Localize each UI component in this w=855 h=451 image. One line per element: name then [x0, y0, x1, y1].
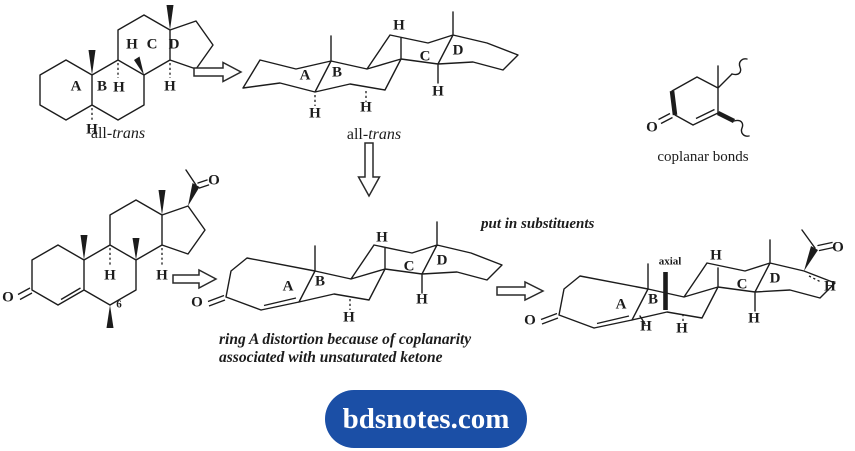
double-bond	[60, 287, 81, 301]
annotation-ring-distortion-line1: ring A distortion because of coplanarity	[219, 331, 472, 348]
atom-label-h: H	[86, 121, 98, 138]
squiggle-bond-icon	[733, 119, 750, 137]
double-bond	[260, 297, 300, 311]
ring-label-a: A	[70, 78, 82, 95]
ring-label-a: A	[282, 278, 294, 295]
carbonyl-double-bond	[540, 312, 559, 325]
atom-label-h: H	[393, 17, 405, 34]
ring-label-b: B	[647, 291, 659, 308]
atom-label-o: O	[208, 172, 220, 189]
bdsnotes-badge[interactable]: bdsnotes.com	[325, 390, 527, 448]
atom-label-h: H	[309, 105, 321, 122]
coplanar-bonds-structure	[658, 58, 750, 137]
annotation-put-in-substituents: put in substituents	[481, 216, 595, 232]
atom-label-h: H	[748, 310, 760, 327]
steroid-flat-all-trans-structure	[39, 5, 214, 122]
ring-label-a: A	[615, 296, 627, 313]
carbon-6-label: 6	[116, 298, 122, 311]
hydrogen-wedge	[134, 56, 144, 75]
double-bond	[593, 315, 633, 329]
carbonyl-double-bond	[658, 112, 673, 125]
ring-label-d: D	[769, 270, 781, 287]
caption-all-italic: trans	[368, 126, 402, 143]
ring-label-a: A	[299, 67, 311, 84]
ring-label-c: C	[146, 36, 158, 53]
ring-a-distortion-conformation-structure	[207, 221, 503, 311]
methyl-wedge	[166, 5, 174, 30]
ring-label-d: D	[452, 42, 464, 59]
methyl-progesterone-structure	[17, 169, 210, 328]
atom-label-h: H	[343, 309, 355, 326]
dashed-bond	[109, 248, 163, 267]
ring-label-b: B	[314, 273, 326, 290]
carbonyl-double-bond	[17, 287, 33, 301]
methyl-wedge	[158, 190, 166, 215]
atom-label-o: O	[524, 312, 536, 329]
atom-label-o: O	[646, 119, 658, 136]
open-arrow-right-icon	[172, 268, 218, 290]
atom-label-h: H	[126, 36, 138, 53]
atom-label-h: H	[164, 78, 176, 95]
coplanar-bold-bond	[669, 90, 736, 124]
dashed-bond	[91, 63, 171, 122]
annotation-ring-distortion-line2: associated with unsaturated ketone	[219, 349, 443, 366]
open-arrow-down-icon	[357, 142, 381, 198]
double-bond	[692, 108, 719, 126]
atom-label-h: H	[824, 278, 836, 295]
caption-all-trans-middle: all-trans	[331, 126, 417, 144]
open-arrow-right-icon	[193, 61, 243, 83]
atom-label-h: H	[676, 320, 688, 337]
caption-all-trans-left: all-trans	[72, 125, 164, 143]
substituted-conformation-structure	[540, 229, 836, 329]
ring-label-d: D	[436, 252, 448, 269]
atom-label-h: H	[156, 267, 168, 284]
acetyl-wedge	[188, 183, 200, 206]
caption-all-prefix: all-	[90, 125, 113, 142]
dashed-bond	[682, 275, 822, 322]
atom-label-h: H	[376, 229, 388, 246]
methyl-wedge	[88, 50, 96, 75]
caption-all-prefix: all-	[346, 126, 369, 143]
ring-label-c: C	[403, 258, 415, 275]
atom-label-h: H	[360, 99, 372, 116]
hydrogen-wedge	[132, 238, 140, 260]
atom-label-h: H	[710, 247, 722, 264]
caption-coplanar-bonds: coplanar bonds	[657, 149, 749, 165]
atom-label-h: H	[416, 291, 428, 308]
ring-label-b: B	[96, 78, 108, 95]
atom-label-o: O	[191, 294, 203, 311]
carbonyl-double-bond	[207, 294, 226, 307]
atom-label-h: H	[104, 267, 116, 284]
methyl-6-wedge	[106, 305, 114, 328]
ring-label-d: D	[168, 36, 180, 53]
ring-label-c: C	[419, 48, 431, 65]
atom-label-o: O	[832, 239, 844, 256]
ring-label-c: C	[736, 276, 748, 293]
squiggle-bond-icon	[731, 58, 748, 76]
methyl-wedge	[80, 235, 88, 260]
steroid-chair-all-trans-structure	[242, 11, 519, 106]
acetyl-wedge	[804, 246, 818, 271]
atom-label-h: H	[113, 79, 125, 96]
atom-label-h: H	[432, 83, 444, 100]
axial-label: axial	[658, 255, 682, 268]
atom-label-h: H	[640, 318, 652, 335]
dashed-bond	[314, 91, 367, 106]
atom-label-o: O	[2, 289, 14, 306]
open-arrow-right-icon	[496, 280, 545, 302]
caption-all-italic: trans	[112, 125, 146, 142]
ring-label-b: B	[331, 64, 343, 81]
